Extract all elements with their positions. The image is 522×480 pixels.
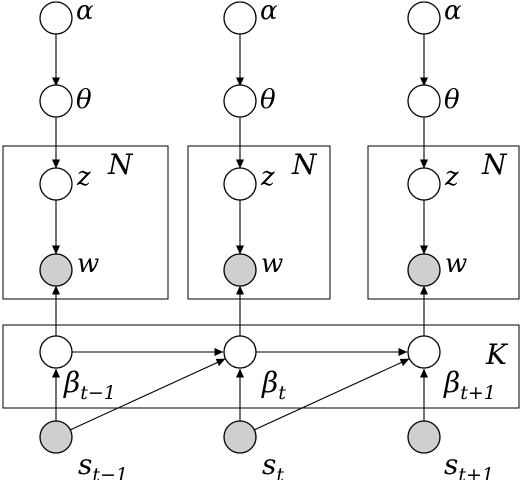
label-theta-1: θ (76, 85, 92, 115)
node-beta-1 (39, 335, 73, 369)
node-s-3 (407, 420, 441, 454)
node-w-2 (223, 253, 257, 287)
s-subscript-3: t+1 (458, 464, 494, 480)
beta-symbol-1: β (63, 366, 80, 399)
node-alpha-1 (39, 1, 73, 35)
label-s-2: st (262, 448, 284, 480)
label-theta-2: θ (260, 85, 276, 115)
beta-subscript-2: t (278, 382, 286, 404)
label-w-3: w (445, 249, 467, 279)
label-plate-n-3: N (481, 148, 508, 181)
label-plate-n-1: N (107, 148, 134, 181)
s-subscript-2: t (276, 464, 284, 480)
s-subscript-1: t−1 (92, 464, 128, 480)
label-plate-n-2: N (291, 148, 318, 181)
label-z-2: z (260, 162, 275, 192)
label-w-2: w (261, 249, 283, 279)
label-z-3: z (444, 162, 459, 192)
node-z-2 (223, 167, 257, 201)
s-symbol-2: s (262, 448, 276, 480)
node-alpha-3 (407, 1, 441, 35)
plate-n-1 (2, 145, 169, 300)
label-alpha-1: α (76, 0, 94, 26)
s-symbol-1: s (78, 448, 92, 480)
node-alpha-2 (223, 1, 257, 35)
label-beta-3: βt+1 (443, 366, 496, 404)
plate-k (2, 324, 520, 409)
label-alpha-2: α (260, 0, 278, 26)
label-s-3: st+1 (444, 448, 494, 480)
beta-subscript-3: t+1 (460, 382, 496, 404)
label-s-1: st−1 (78, 448, 128, 480)
node-theta-1 (39, 84, 73, 118)
edge-s2-beta3 (253, 358, 410, 431)
node-z-3 (407, 167, 441, 201)
node-theta-2 (223, 84, 257, 118)
label-w-1: w (77, 249, 99, 279)
label-z-1: z (76, 162, 91, 192)
node-w-1 (39, 253, 73, 287)
label-beta-1: βt−1 (63, 366, 116, 404)
node-z-1 (39, 167, 73, 201)
beta-symbol-2: β (261, 366, 278, 399)
label-alpha-3: α (444, 0, 462, 26)
node-beta-3 (407, 335, 441, 369)
node-s-1 (39, 420, 73, 454)
label-plate-k: K (485, 338, 509, 371)
s-symbol-3: s (444, 448, 458, 480)
node-beta-2 (223, 335, 257, 369)
beta-symbol-3: β (443, 366, 460, 399)
beta-subscript-1: t−1 (80, 382, 116, 404)
node-theta-3 (407, 84, 441, 118)
node-w-3 (407, 253, 441, 287)
plate-n-2 (187, 145, 331, 300)
edge-s1-beta2 (69, 358, 226, 431)
plate-n-3 (367, 145, 520, 300)
label-beta-2: βt (261, 366, 286, 404)
label-theta-3: θ (444, 85, 460, 115)
node-s-2 (223, 420, 257, 454)
